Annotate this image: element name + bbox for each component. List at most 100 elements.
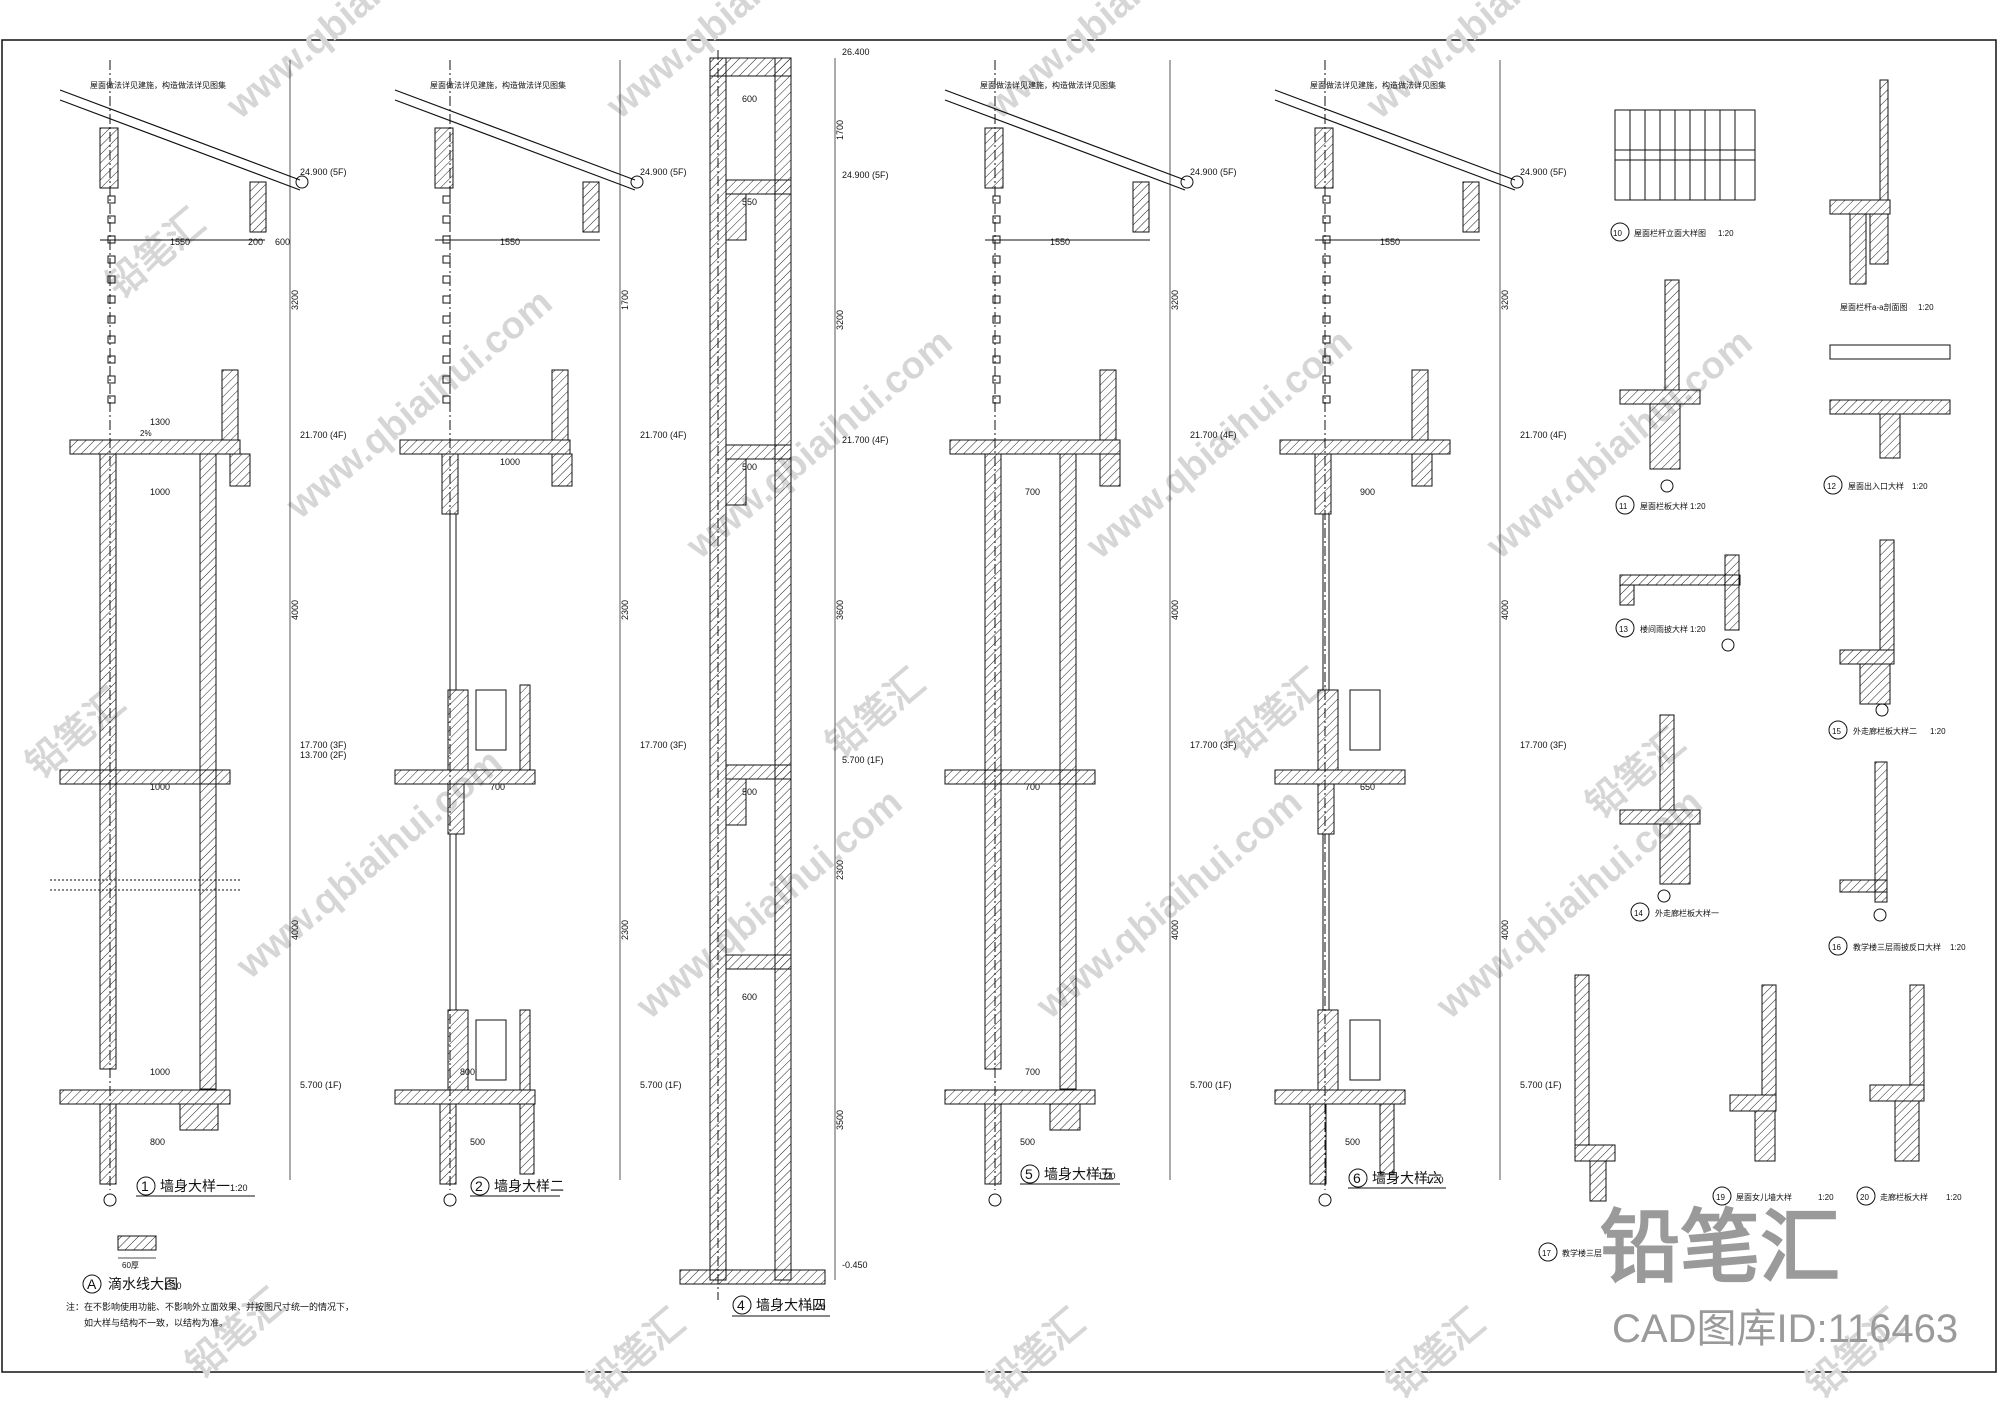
dim-text: 700 [1025,1067,1040,1077]
detail-scale: 1:20 [230,1183,248,1193]
detail-title: 屋面女儿墙大样 [1736,1192,1792,1202]
detail-number: 16 [1832,943,1841,952]
detail-number: 5 [1025,1166,1033,1182]
dim-text: 700 [490,782,505,792]
detail-number: 4 [737,1297,745,1313]
dim-text: 800 [150,1137,165,1147]
footnote-line-1: 注：在不影响使用功能、不影响外立面效果、并按图尺寸统一的情况下， [66,1301,354,1312]
dim-text: 600 [742,94,757,104]
detail-4-wall-section: 1700 3200 3600 2300 3500 600 550 500 500… [679,47,889,1317]
detail-title: 走廊栏板大样 [1880,1192,1928,1202]
dim-text: 4000 [1500,920,1510,940]
detail-scale: 1:20 [1912,482,1928,491]
elevation-text: 17.700 (3F) [640,740,687,750]
detail-scale: 1:20 [1818,1193,1834,1202]
watermark-cn: 铅笔汇 [99,201,213,306]
dim-text: 3200 [835,310,845,330]
detail-number: 19 [1716,1193,1725,1202]
cad-id-text: CAD图库ID:116463 [1612,1307,1958,1351]
dim-text: 700 [1025,487,1040,497]
detail-title: 楼间雨披大样 [1640,624,1688,634]
watermark-text: www.qbiaihui.com [1358,0,1640,128]
detail-6-wall-section: 3200 4000 4000 1550 900 650 500 24.900 (… [1274,60,1567,1207]
detail-title: 屋面栏杆立面大样图 [1634,228,1706,238]
elevation-text: 13.700 (2F) [300,750,347,760]
detail-scale: 1:20 [1718,229,1734,238]
elevation-text: 5.700 (1F) [1190,1080,1232,1090]
detail-scale: 1:20 [1918,303,1934,312]
elevation-text: 21.700 (4F) [300,430,347,440]
detail-railing-section-aa: 屋面栏杆a-a剖面图 1:20 [1829,79,1934,312]
dim-text: 700 [1025,782,1040,792]
detail-scale: 1:10 [164,1281,182,1291]
dim-text: 500 [1345,1137,1360,1147]
dim-text: 800 [460,1067,475,1077]
detail-title: 墙身大样六 [1372,1170,1442,1186]
dim-text: 1000 [150,1067,170,1077]
elevation-text: 17.700 (3F) [300,740,347,750]
dim-text: 650 [1360,782,1375,792]
detail-scale: 1:20 [1690,502,1706,511]
elevation-text: -0.450 [842,1260,868,1270]
brand-overlay: 铅笔汇 CAD图库ID:116463 [1600,1203,1958,1351]
detail-number: 20 [1860,1193,1869,1202]
dim-text: 1550 [170,237,190,247]
note-text: 屋面做法详见建施，构造做法详见图集 [430,80,566,90]
detail-number: 10 [1613,229,1622,238]
detail-19-roof-parapet: 19 屋面女儿墙大样 1:20 [1712,984,1834,1206]
dim-text: 600 [275,237,290,247]
detail-number: 1 [141,1178,149,1194]
detail-scale: 1:20 [808,1302,826,1312]
elevation-text: 21.700 (4F) [640,430,687,440]
brand-logo-text: 铅笔汇 [1600,1203,1840,1292]
dim-text: 1550 [500,237,520,247]
watermark-text: www.qbiaihui.com [1478,321,1760,567]
detail-number: A [87,1276,97,1292]
detail-title: 教学楼三层雨披反口大样 [1853,942,1941,952]
detail-title: 墙身大样五 [1044,1166,1114,1182]
detail-scale: 1:20 [1950,943,1966,952]
detail-a-drip-edge: 60厚 A 滴水线大图 1:10 注：在不影响使用功能、不影响外立面效果、并按图… [66,1235,354,1328]
watermark-layer: www.qbiaihui.com www.qbiaihui.com www.qb… [19,0,1913,1407]
dim-text: 200 [248,237,263,247]
detail-2-wall-section: 1700 2300 2300 1550 1000 700 800 500 24.… [394,60,687,1207]
detail-title: 墙身大样一 [160,1178,230,1194]
dim-text: 2300 [835,860,845,880]
detail-title: 外走廊栏板大样二 [1853,726,1917,736]
elevation-text: 24.900 (5F) [1190,167,1237,177]
note-text: 屋面做法详见建施，构造做法详见图集 [90,80,226,90]
detail-scale: 1:20 [1690,625,1706,634]
dim-text: 4000 [290,920,300,940]
footnote-line-2: 如大样与结构不一致，以结构为准。 [84,1317,228,1328]
detail-number: 15 [1832,727,1841,736]
detail-title: 屋面栏杆a-a剖面图 [1840,302,1908,312]
detail-20-corridor-parapet: 20 走廊栏板大样 1:20 [1856,984,1962,1206]
detail-number: 12 [1827,482,1836,491]
elevation-text: 24.900 (5F) [1520,167,1567,177]
detail-title: 屋面出入口大样 [1848,481,1904,491]
detail-number: 2 [475,1178,483,1194]
dim-text: 1000 [150,782,170,792]
watermark-cn: 铅笔汇 [179,1281,293,1386]
elevation-text: 24.900 (5F) [300,167,347,177]
detail-14-corridor-parapet-1: 14 外走廊栏板大样一 [1619,714,1719,922]
detail-scale: 1:20 [1098,1171,1116,1181]
detail-number: 13 [1619,625,1628,634]
dim-text: 4000 [1170,600,1180,620]
dim-text: 1700 [835,120,845,140]
detail-5-wall-section: 3200 4000 4000 1550 700 700 700 500 24.9… [944,60,1237,1207]
dim-text: 3200 [1170,290,1180,310]
watermark-cn: 铅笔汇 [979,1301,1093,1406]
elevation-text: 21.700 (4F) [1190,430,1237,440]
note-text: 屋面做法详见建施，构造做法详见图集 [1310,80,1446,90]
elevation-text: 24.900 (5F) [842,170,889,180]
elevation-text: 21.700 (4F) [1520,430,1567,440]
dim-text: 1550 [1380,237,1400,247]
watermark-cn: 铅笔汇 [1379,1301,1493,1406]
detail-scale: 1:20 [1946,1193,1962,1202]
dim-text: 2300 [620,600,630,620]
dim-text: 1000 [150,487,170,497]
detail-12-roof-entrance: 12 屋面出入口大样 1:20 [1823,344,1951,495]
sheet-border [1,39,1997,1373]
